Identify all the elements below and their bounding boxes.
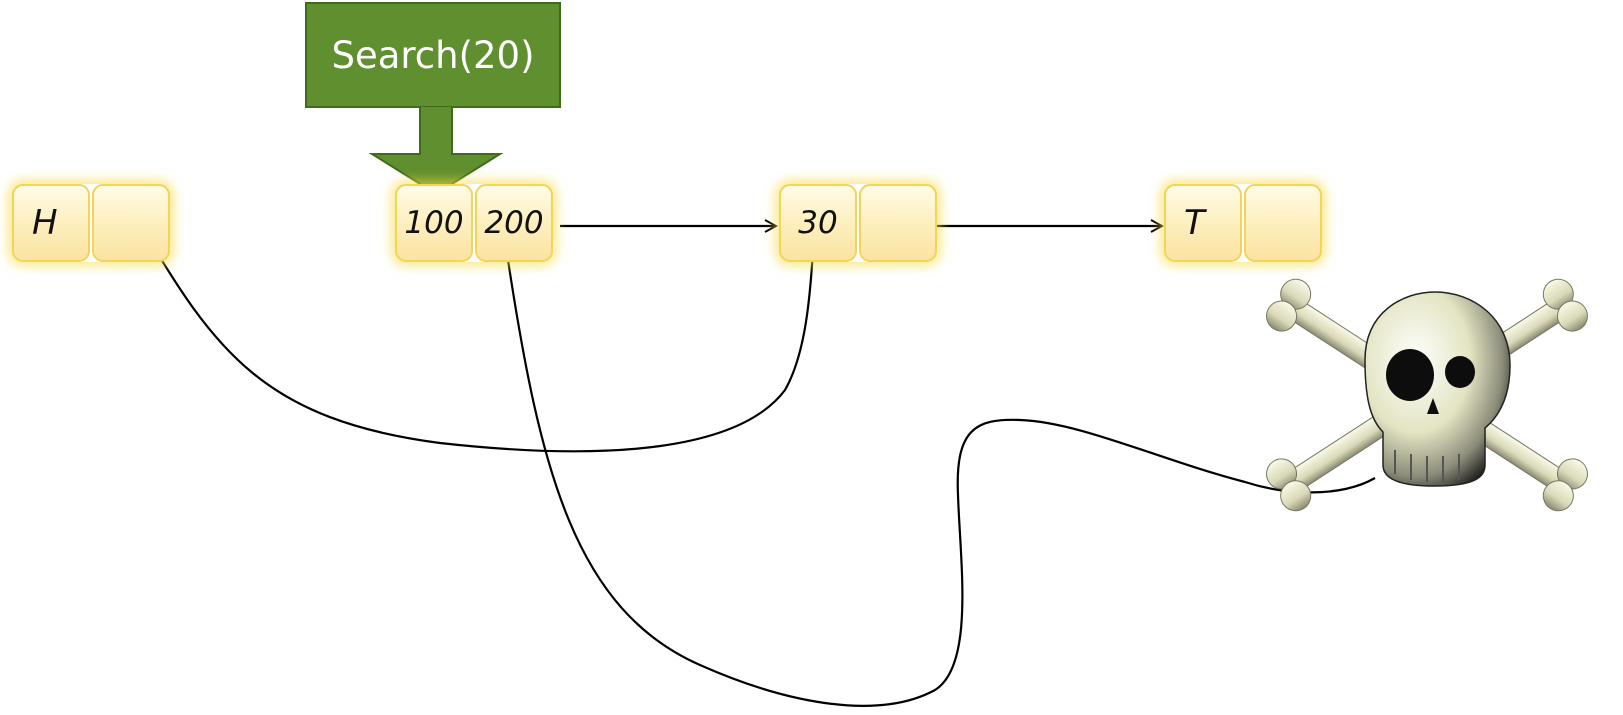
tail-node-next-cell xyxy=(1244,184,1322,262)
head-node-next-cell xyxy=(92,184,170,262)
search-down-arrow-icon xyxy=(368,106,504,196)
skull-crossbones-icon xyxy=(1266,278,1588,512)
third-node-next-cell xyxy=(859,184,937,262)
head-node-label: H xyxy=(12,184,90,262)
middle-node-next: 200 xyxy=(475,184,553,262)
third-node: 30 xyxy=(779,184,937,262)
head-node: H xyxy=(12,184,170,262)
third-node-value: 30 xyxy=(779,184,857,262)
middle-node-value: 100 xyxy=(395,184,473,262)
tail-node: T xyxy=(1164,184,1322,262)
middle-node: 100 200 xyxy=(395,184,553,262)
search-operation-label: Search(20) xyxy=(305,2,561,108)
tail-node-label: T xyxy=(1164,184,1242,262)
